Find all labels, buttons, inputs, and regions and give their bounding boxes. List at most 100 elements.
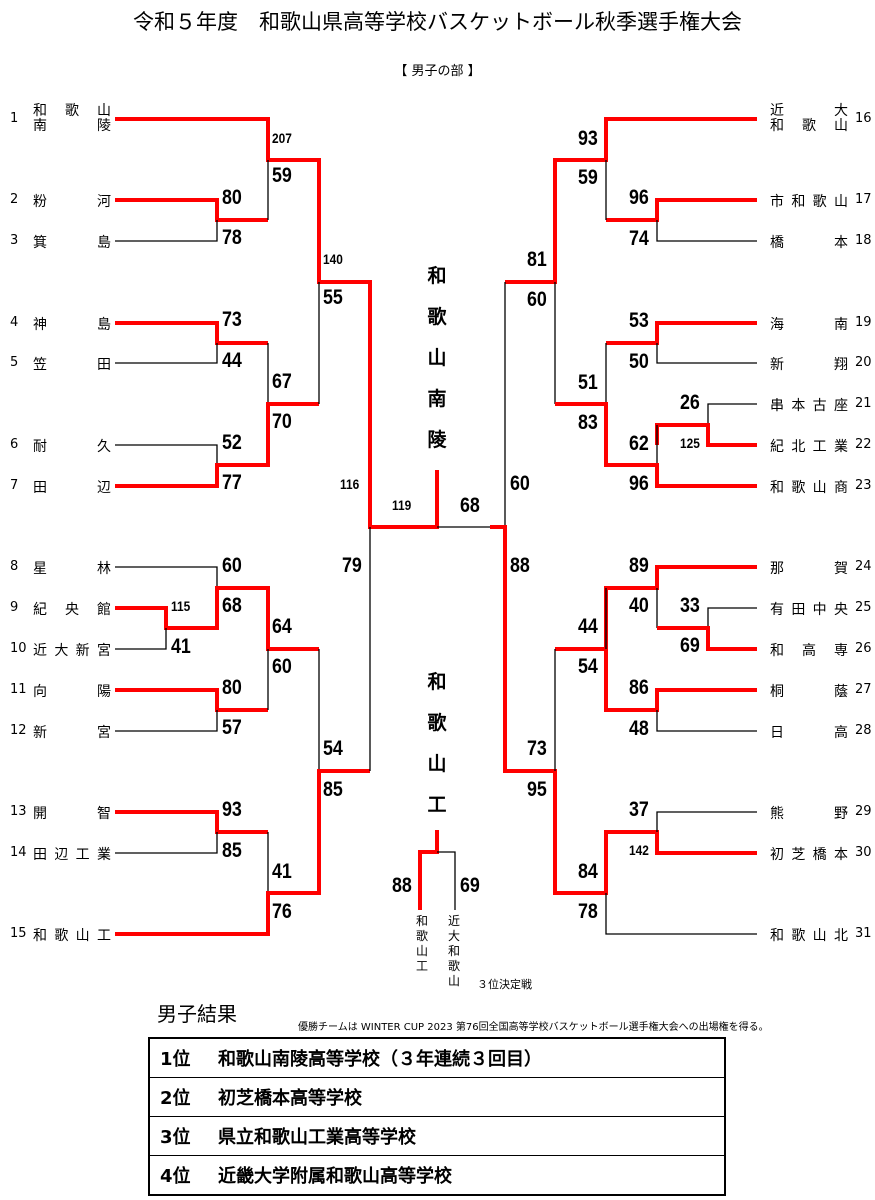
team-name: 那賀 xyxy=(770,561,848,577)
score-label: 50 xyxy=(629,350,649,373)
score-label: 54 xyxy=(323,737,343,760)
team-seed: 24 xyxy=(855,559,872,574)
score-label: 52 xyxy=(222,431,242,454)
score-label: 33 xyxy=(680,594,700,617)
team-seed: 23 xyxy=(855,478,872,493)
score-label: 96 xyxy=(629,186,649,209)
winner-path xyxy=(418,830,439,910)
score-label: 78 xyxy=(222,226,242,249)
bracket-lines xyxy=(115,117,757,936)
team-seed: 20 xyxy=(855,355,872,370)
team-seed: 4 xyxy=(10,315,19,330)
score-label: 142 xyxy=(629,842,649,858)
score-label: 88 xyxy=(392,874,412,897)
score-label: 207 xyxy=(272,130,292,146)
team-seed: 1 xyxy=(10,111,19,126)
score-label: 60 xyxy=(272,655,292,678)
team-name: 紀北工業 xyxy=(770,439,848,455)
team-name: 粉河 xyxy=(33,194,111,210)
results-rank: 4位 xyxy=(160,1166,191,1187)
winner-path xyxy=(115,688,268,712)
finalist-name: 和歌山工 xyxy=(425,662,449,826)
winner-path xyxy=(490,525,757,895)
loser-path xyxy=(656,220,757,242)
loser-path xyxy=(115,343,218,364)
team-seed: 6 xyxy=(10,437,19,452)
score-label: 116 xyxy=(340,476,360,492)
team-name: 開智 xyxy=(33,806,111,822)
team-seed: 27 xyxy=(855,682,872,697)
third-place-team-right: 近大和歌山 xyxy=(447,914,461,989)
team-name: 和歌山北 xyxy=(770,928,848,944)
team-seed: 12 xyxy=(10,723,27,738)
team-name-line: 南陵 xyxy=(33,118,111,134)
score-label: 81 xyxy=(527,248,547,271)
team-seed: 28 xyxy=(855,723,872,738)
name-char: 歌 xyxy=(427,306,447,328)
team-name: 田辺 xyxy=(33,480,111,496)
score-label: 59 xyxy=(578,166,598,189)
team-seed: 29 xyxy=(855,804,872,819)
winner-path xyxy=(115,198,268,222)
team-seed: 17 xyxy=(855,192,872,207)
team-seed: 15 xyxy=(10,926,27,941)
score-label: 95 xyxy=(527,778,547,801)
team-seed: 5 xyxy=(10,355,19,370)
score-label: 73 xyxy=(222,308,242,331)
results-school: 県立和歌山工業高等学校 xyxy=(218,1127,416,1148)
name-char: 大 xyxy=(447,929,460,943)
name-char: 山 xyxy=(415,944,428,958)
team-seed: 18 xyxy=(855,233,872,248)
team-name-line: 和歌山 xyxy=(770,118,848,134)
score-label: 84 xyxy=(578,860,598,883)
team-seed: 8 xyxy=(10,559,19,574)
score-label: 125 xyxy=(680,435,700,451)
name-char: 歌 xyxy=(427,712,447,734)
score-label: 79 xyxy=(342,554,362,577)
score-label: 69 xyxy=(680,634,700,657)
score-label: 73 xyxy=(527,737,547,760)
name-char: 山 xyxy=(427,753,447,775)
name-char: 工 xyxy=(415,959,428,973)
team-seed: 31 xyxy=(855,926,872,941)
score-label: 88 xyxy=(510,554,530,577)
loser-path xyxy=(707,607,757,628)
team-seed: 10 xyxy=(10,641,27,656)
team-name: 神島 xyxy=(33,317,111,333)
team-name: 耐久 xyxy=(33,439,111,455)
score-label: 115 xyxy=(171,598,191,614)
loser-path xyxy=(115,220,218,242)
loser-path xyxy=(115,710,218,732)
team-seed: 21 xyxy=(855,396,872,411)
results-school: 和歌山南陵高等学校（３年連続３回目） xyxy=(218,1049,542,1070)
winner-path xyxy=(115,769,370,936)
winner-path xyxy=(606,198,757,222)
results-row: 1位 和歌山南陵高等学校（３年連続３回目） xyxy=(150,1039,724,1078)
score-label: 41 xyxy=(272,860,292,883)
score-label: 93 xyxy=(578,127,598,150)
team-name: 笠田 xyxy=(33,357,111,373)
team-seed: 26 xyxy=(855,641,872,656)
results-row: 2位初芝橋本高等学校 xyxy=(150,1078,724,1117)
team-name-line: 近大 xyxy=(770,103,848,119)
results-school: 初芝橋本高等学校 xyxy=(218,1088,362,1109)
loser-path xyxy=(115,444,218,486)
page-title: 令和５年度 和歌山県高等学校バスケットボール秋季選手権大会 xyxy=(133,10,742,34)
name-char: 和 xyxy=(427,671,447,693)
score-label: 93 xyxy=(222,798,242,821)
results-rank: 1位 xyxy=(160,1049,191,1070)
champion-name: 和歌山南陵 xyxy=(425,256,449,461)
team-name: 熊野 xyxy=(770,806,848,822)
team-seed: 11 xyxy=(10,682,27,697)
score-label: 59 xyxy=(272,164,292,187)
loser-path xyxy=(605,893,757,935)
team-name-line: 和歌山 xyxy=(33,103,111,119)
winner-path xyxy=(115,321,268,345)
name-char: 和 xyxy=(427,265,447,287)
score-label: 64 xyxy=(272,615,292,638)
team-seed: 30 xyxy=(855,845,872,860)
score-label: 53 xyxy=(629,309,649,332)
score-label: 48 xyxy=(629,717,649,740)
team-name: 和歌山工 xyxy=(33,928,111,944)
team-name: 近大和歌山 xyxy=(770,104,848,134)
